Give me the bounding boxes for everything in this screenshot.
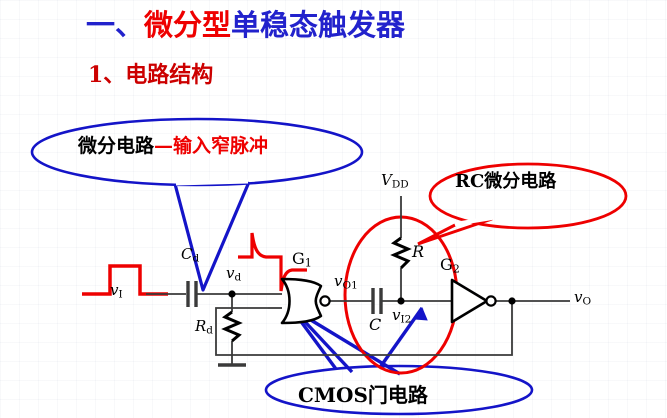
differentiated-spike-waveform	[238, 232, 307, 292]
resistor-rd	[221, 310, 243, 343]
inverter-gate-g2	[450, 278, 497, 324]
circuit-wires	[146, 196, 570, 367]
title-index: 一、	[86, 8, 145, 42]
section-subtitle: 1、电路结构	[88, 62, 214, 88]
title-blue-part: 单稳态触发器	[231, 8, 406, 42]
junction-dots	[228, 290, 516, 305]
input-pulse-waveform	[82, 264, 168, 296]
callout-cmos-shape	[264, 306, 534, 416]
nor-gate-g1	[280, 277, 331, 325]
node-vd	[228, 290, 236, 298]
node-vi2	[397, 297, 405, 305]
resistor-r	[390, 236, 412, 270]
title-red-part: 微分型	[144, 8, 232, 42]
callout-differentiator-shape	[30, 117, 364, 292]
page-title: 一、微分型单稳态触发器	[86, 2, 405, 44]
node-vout	[508, 297, 516, 305]
callout-rc-shape	[417, 162, 628, 246]
